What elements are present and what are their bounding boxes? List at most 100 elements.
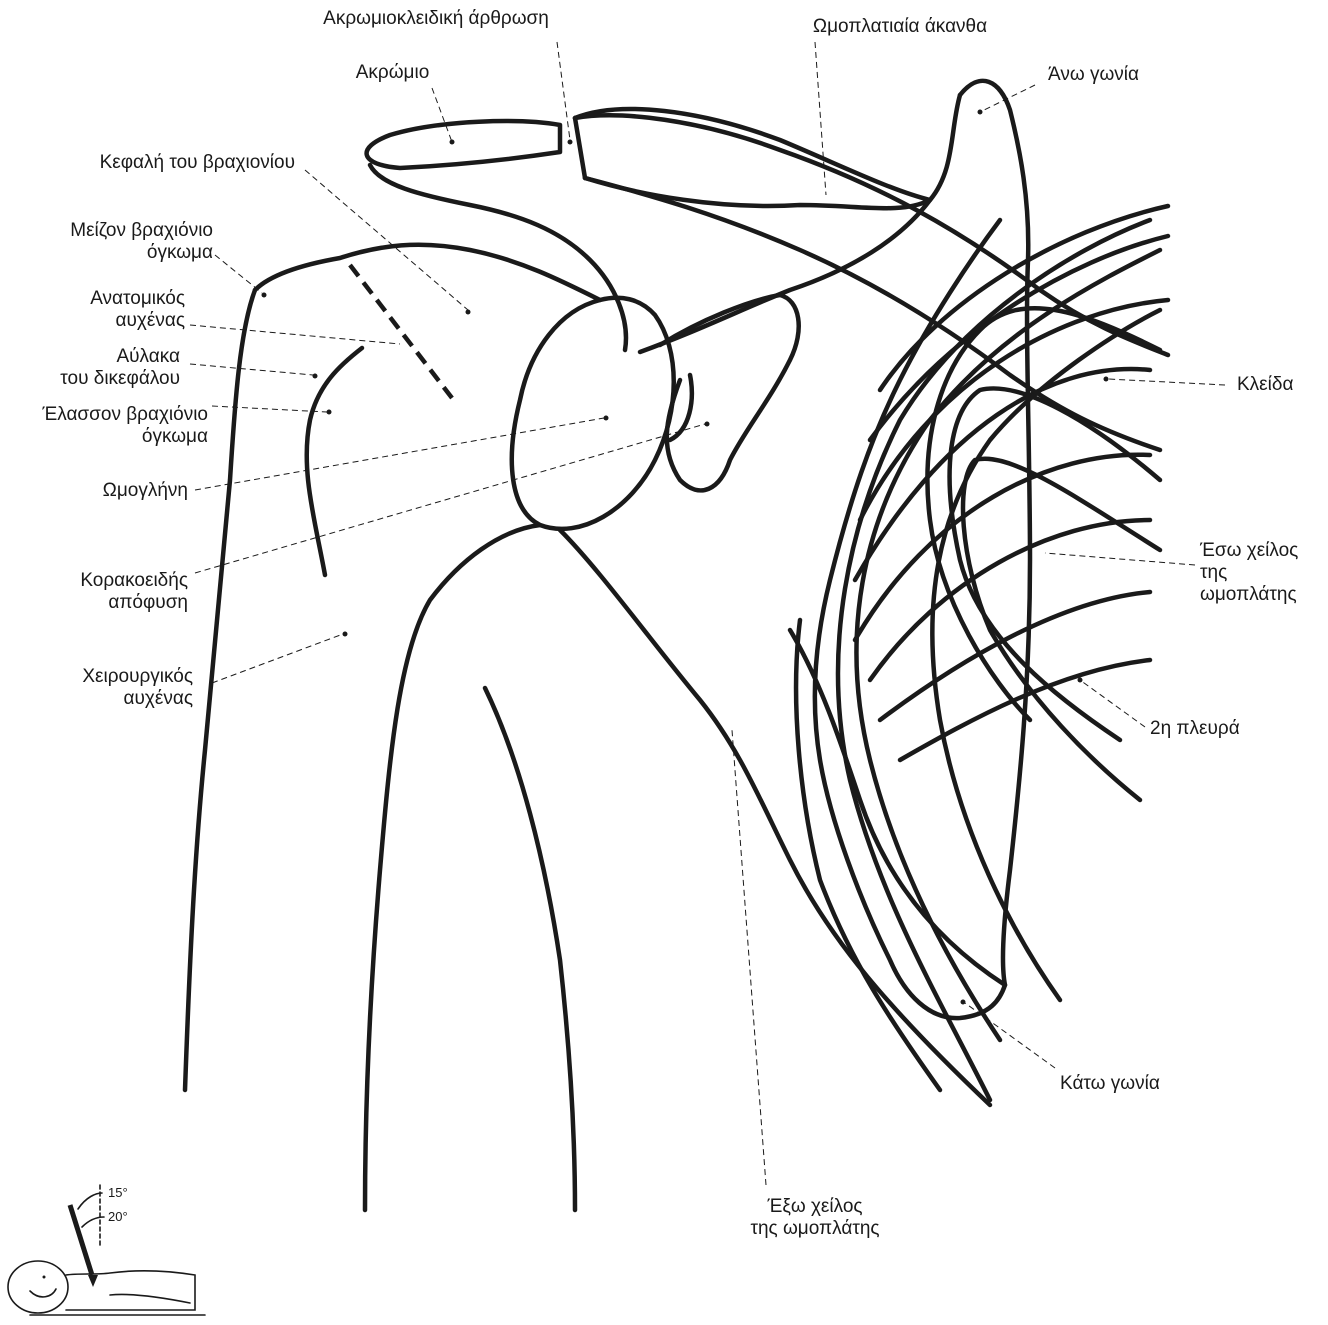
dot-bicipital-groove xyxy=(313,374,318,379)
label-scapular-spine: Ωμοπλατιαία άκανθα xyxy=(800,16,1000,38)
label-inferior-angle: Κάτω γωνία xyxy=(1060,1073,1190,1095)
scapula xyxy=(640,81,1030,1018)
label-coracoid-line1: Κορακοειδής xyxy=(40,570,188,592)
label-medial-border-line3: ωμοπλάτης xyxy=(1200,584,1325,606)
label-bicipital-groove-line2: του δικεφάλου xyxy=(40,368,180,390)
rib-post-2 xyxy=(950,388,1160,740)
leader-inferior-angle xyxy=(965,1003,1055,1068)
patient-face xyxy=(30,1289,56,1297)
acromion xyxy=(367,121,560,168)
humerus-head xyxy=(255,245,600,300)
label-glenoid: Ωμογλήνη xyxy=(60,480,188,502)
label-lateral-border-line2: της ωμοπλάτης xyxy=(720,1218,910,1240)
dot-clavicle xyxy=(1104,377,1109,382)
dot-superior-angle xyxy=(978,110,983,115)
label-greater-tuberosity: Μείζον βραχιόνιο όγκωμα xyxy=(40,220,213,264)
scapula-upper xyxy=(640,95,960,352)
glenoid xyxy=(512,298,674,529)
scapula-lateral-border xyxy=(790,630,1005,985)
patient-body xyxy=(66,1271,195,1310)
leader-greater-tuberosity xyxy=(215,255,262,293)
spine-upper xyxy=(575,109,930,200)
label-clavicle: Κλείδα xyxy=(1237,374,1317,396)
clavicle xyxy=(575,115,1168,450)
angle-arc-15 xyxy=(78,1193,102,1209)
dot-glenoid xyxy=(604,416,609,421)
label-glenoid-text: Ωμογλήνη xyxy=(60,480,188,502)
label-coracoid-line2: απόφυση xyxy=(40,592,188,614)
dot-humeral-head xyxy=(466,310,471,315)
leader-humeral-head xyxy=(305,170,468,310)
label-lesser-tuberosity-line2: όγκωμα xyxy=(0,426,208,448)
humerus-inner xyxy=(485,688,575,1210)
label-medial-border-line2: της xyxy=(1200,562,1325,584)
label-clavicle-text: Κλείδα xyxy=(1237,374,1317,396)
label-humeral-head: Κεφαλή του βραχιονίου xyxy=(60,152,295,174)
acromion-spine xyxy=(367,109,930,350)
patient-arm xyxy=(110,1294,190,1303)
label-medial-border: Έσω χείλος της ωμοπλάτης xyxy=(1200,540,1325,606)
humerus-medial xyxy=(365,525,540,1210)
dot-inferior-angle xyxy=(961,1000,966,1005)
dot-lesser-tuberosity xyxy=(327,410,332,415)
dot-second-rib xyxy=(1078,678,1083,683)
label-greater-tuberosity-line2: όγκωμα xyxy=(40,242,213,264)
label-anatomical-neck-line2: αυχένας xyxy=(40,310,185,332)
beam-arrowhead xyxy=(88,1275,98,1287)
dot-ac-joint xyxy=(568,140,573,145)
label-acromion: Ακρώμιο xyxy=(345,62,440,84)
dot-greater-tuberosity xyxy=(262,293,267,298)
label-ac-joint-text: Ακρωμιοκλειδική άρθρωση xyxy=(305,8,567,30)
leader-bicipital-groove xyxy=(190,364,313,375)
dot-acromion xyxy=(450,140,455,145)
label-anatomical-neck: Ανατομικός αυχένας xyxy=(40,288,185,332)
humerus xyxy=(185,245,600,1210)
label-bicipital-groove-line1: Αύλακα xyxy=(40,346,180,368)
label-superior-angle-text: Άνω γωνία xyxy=(1048,64,1168,86)
rib-lower-1 xyxy=(932,310,1160,1000)
bicipital-groove xyxy=(307,348,362,575)
patient-head xyxy=(8,1261,68,1313)
label-second-rib: 2η πλευρά xyxy=(1150,718,1270,740)
leader-medial-border xyxy=(1045,553,1195,565)
leader-anatomical-neck xyxy=(190,325,400,344)
leader-surgical-neck xyxy=(212,634,343,683)
anatomical-neck-line xyxy=(350,265,452,398)
label-bicipital-groove: Αύλακα του δικεφάλου xyxy=(40,346,180,390)
label-lateral-border-line1: Έξω χείλος xyxy=(720,1196,910,1218)
patient-eye xyxy=(43,1276,46,1279)
label-anatomical-neck-line1: Ανατομικός xyxy=(40,288,185,310)
label-medial-border-line1: Έσω χείλος xyxy=(1200,540,1325,562)
coracoid-outline xyxy=(660,295,799,490)
label-humeral-head-text: Κεφαλή του βραχιονίου xyxy=(60,152,295,174)
glenoid-outline xyxy=(512,298,674,529)
label-second-rib-text: 2η πλευρά xyxy=(1150,718,1270,740)
clavicle-end xyxy=(575,118,585,178)
label-surgical-neck: Χειρουργικός αυχένας xyxy=(40,666,193,710)
coracoid xyxy=(660,295,799,490)
dot-coracoid xyxy=(705,422,710,427)
beam-arrow xyxy=(70,1205,92,1275)
label-surgical-neck-line2: αυχένας xyxy=(40,688,193,710)
label-ac-joint: Ακρωμιοκλειδική άρθρωση xyxy=(305,8,567,30)
leader-clavicle xyxy=(1108,379,1225,385)
label-lesser-tuberosity-line1: Έλασσον βραχιόνιο xyxy=(0,404,208,426)
label-lateral-border: Έξω χείλος της ωμοπλάτης xyxy=(720,1196,910,1240)
angle-20-label: 20° xyxy=(108,1209,128,1224)
leader-glenoid xyxy=(195,418,604,490)
leader-acromion xyxy=(432,88,452,142)
label-acromion-text: Ακρώμιο xyxy=(345,62,440,84)
label-greater-tuberosity-line1: Μείζον βραχιόνιο xyxy=(40,220,213,242)
patient-position-inset: 15° 20° xyxy=(0,1175,210,1320)
label-inferior-angle-text: Κάτω γωνία xyxy=(1060,1073,1190,1095)
patient-position-sketch xyxy=(0,1175,210,1320)
rib-5 xyxy=(855,455,1150,640)
angle-15-label: 15° xyxy=(108,1185,128,1200)
label-scapular-spine-text: Ωμοπλατιαία άκανθα xyxy=(800,16,1000,38)
label-lesser-tuberosity: Έλασσον βραχιόνιο όγκωμα xyxy=(0,404,208,448)
label-superior-angle: Άνω γωνία xyxy=(1048,64,1168,86)
label-coracoid: Κορακοειδής απόφυση xyxy=(40,570,188,614)
leader-lesser-tuberosity xyxy=(212,406,327,412)
leader-spine xyxy=(815,42,826,195)
